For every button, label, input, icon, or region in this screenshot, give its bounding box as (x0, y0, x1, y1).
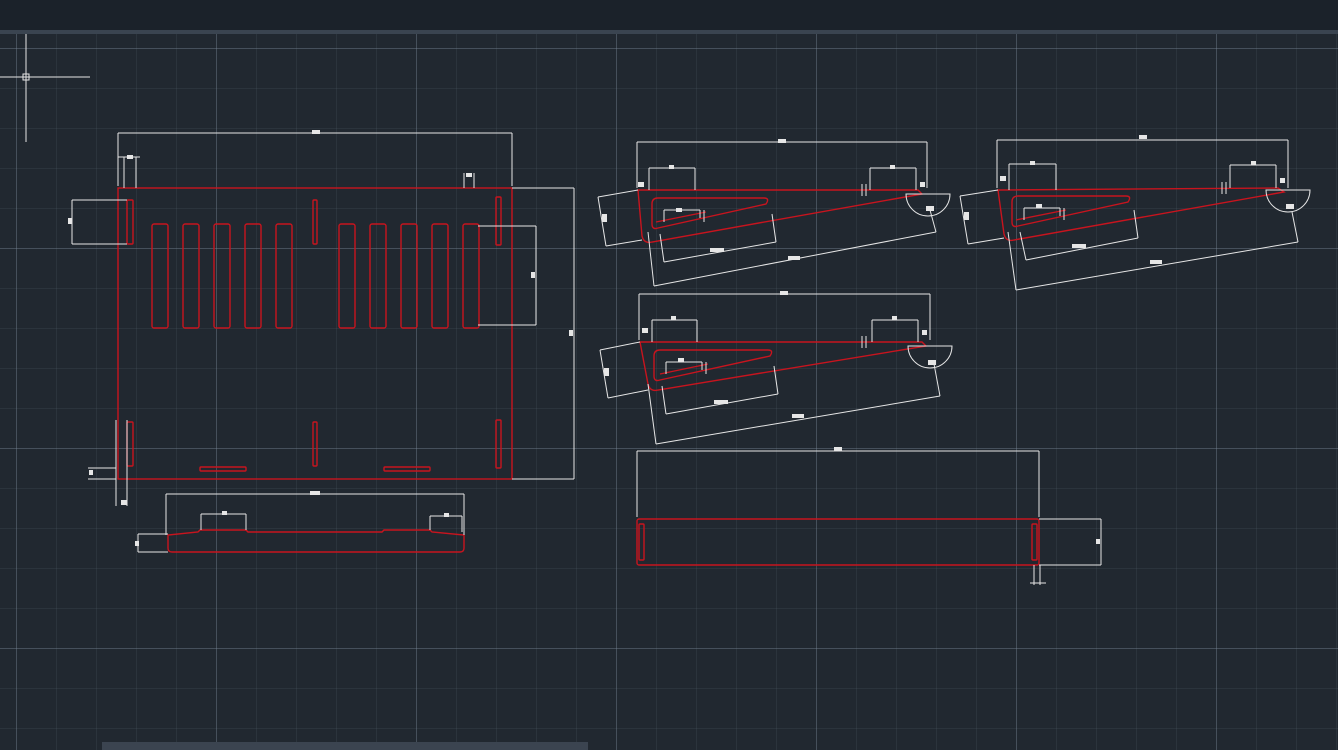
ribbon-toolbar-strip (0, 0, 1338, 30)
rectangle-part[interactable] (636, 447, 1102, 585)
strip-part[interactable] (135, 491, 465, 553)
bracket-part-2[interactable] (959, 135, 1311, 291)
drawing-viewport[interactable] (0, 34, 1338, 750)
toolbar-divider (0, 30, 1338, 34)
crosshair-icon (0, 34, 90, 142)
main-plate-part[interactable] (68, 130, 575, 506)
command-line[interactable] (102, 742, 588, 750)
bracket-part-1[interactable] (597, 139, 951, 287)
bracket-part-3[interactable] (599, 291, 953, 445)
